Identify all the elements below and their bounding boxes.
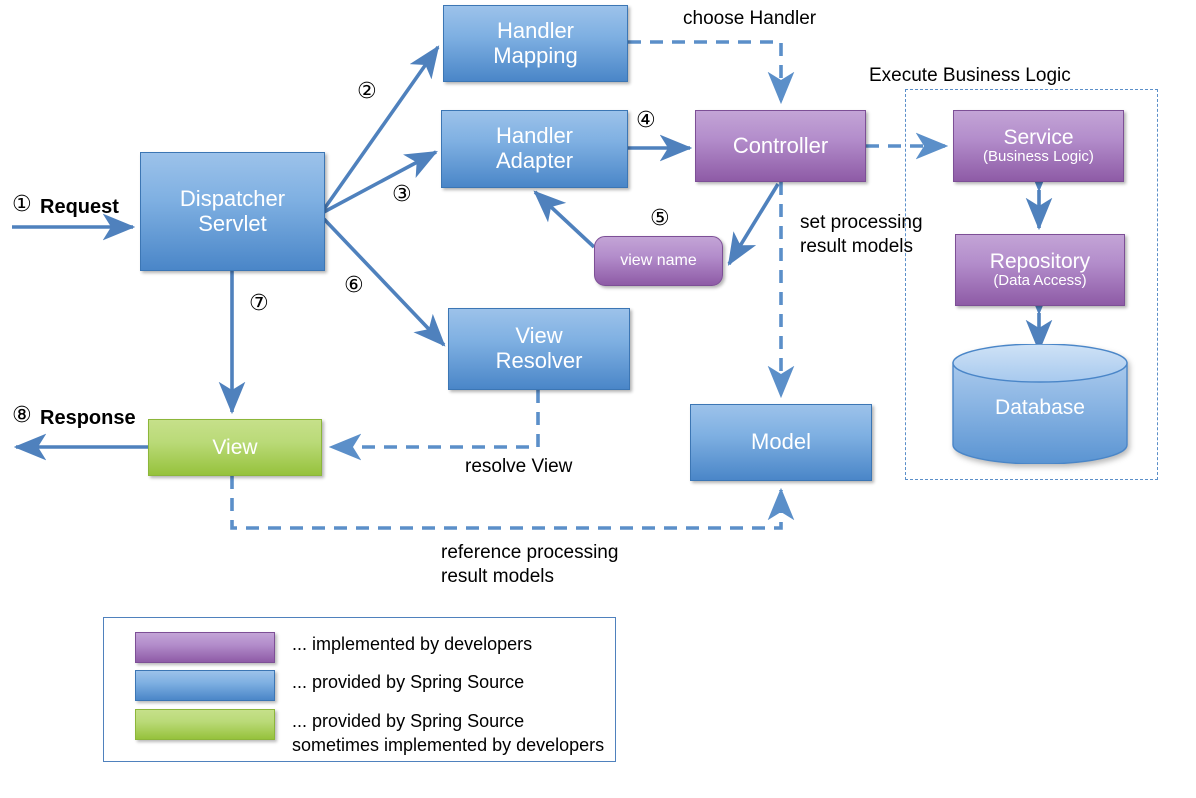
execute-business-logic-label: Execute Business Logic [869, 65, 1071, 86]
step-3-marker: ③ [392, 182, 412, 207]
legend-row-1: ... provided by Spring Source [135, 670, 524, 701]
resolve-view-label: resolve View [465, 456, 573, 477]
legend-text-green: ... provided by Spring Source sometimes … [292, 711, 605, 756]
node-database[interactable]: Database [951, 343, 1129, 465]
handler-mapping-line1: Handler [496, 17, 575, 43]
wire-reference-models [230, 476, 795, 530]
legend-box: ... implemented by developers ... provid… [103, 617, 616, 762]
step-7-marker: ⑦ [249, 291, 269, 316]
legend-swatch-green [135, 709, 275, 740]
execute-business-logic-group [905, 89, 1158, 480]
legend-row-0: ... implemented by developers [135, 632, 532, 663]
step-1-marker: ① [12, 192, 32, 217]
node-view-name[interactable]: view name [594, 236, 723, 286]
node-service[interactable]: Service (Business Logic) [953, 110, 1124, 182]
handler-adapter-line1: Handler [495, 123, 574, 149]
node-controller[interactable]: Controller [695, 110, 866, 182]
service-line1: Service [1003, 125, 1074, 149]
wire-step2 [320, 45, 440, 214]
node-dispatcher-servlet[interactable]: Dispatcher Servlet [140, 152, 325, 271]
legend-row-2: ... provided by Spring Source sometimes … [135, 709, 604, 758]
wire-choose-handler [628, 40, 795, 105]
view-resolver-line1: View [515, 323, 563, 349]
dispatcher-servlet-line1: Dispatcher [179, 185, 286, 211]
legend-swatch-purple [135, 632, 275, 663]
choose-handler-label: choose Handler [683, 8, 817, 29]
request-label: Request [40, 196, 119, 218]
node-repository[interactable]: Repository (Data Access) [955, 234, 1125, 306]
step-6-marker: ⑥ [344, 273, 364, 298]
handler-mapping-line2: Mapping [493, 42, 578, 68]
node-view[interactable]: View [148, 419, 322, 476]
view-name-label: view name [620, 252, 697, 270]
legend-text-purple: ... implemented by developers [292, 634, 533, 654]
node-model[interactable]: Model [690, 404, 872, 481]
step-5-marker: ⑤ [650, 206, 670, 231]
wire-step6 [322, 217, 446, 347]
wire-viewname-to-adapter [533, 190, 596, 249]
handler-adapter-line2: Adapter [495, 148, 574, 173]
step-2-marker: ② [357, 79, 377, 104]
wire-resolve-view [328, 390, 540, 461]
dispatcher-servlet-line2: Servlet [198, 210, 267, 236]
repository-line2: (Data Access) [993, 272, 1087, 290]
node-handler-adapter[interactable]: Handler Adapter [441, 110, 628, 188]
wire-step5 [727, 183, 780, 266]
service-line2: (Business Logic) [983, 148, 1094, 166]
set-processing-result-models-label: set processing result models [800, 212, 923, 257]
wire-step3 [321, 150, 438, 215]
view-label: View [212, 435, 258, 459]
view-resolver-line2: Resolver [495, 348, 583, 373]
step-8-marker: ⑧ [12, 403, 32, 428]
node-handler-mapping[interactable]: Handler Mapping [443, 5, 628, 82]
node-view-resolver[interactable]: View Resolver [448, 308, 630, 390]
controller-label: Controller [732, 132, 829, 158]
database-label: Database [995, 396, 1085, 419]
legend-swatch-blue [135, 670, 275, 701]
repository-line1: Repository [989, 249, 1091, 273]
legend-text-blue: ... provided by Spring Source [292, 672, 525, 692]
model-label: Model [751, 429, 811, 455]
step-4-marker: ④ [636, 108, 656, 133]
response-label: Response [40, 407, 136, 429]
reference-processing-result-models-label: reference processing result models [441, 542, 619, 587]
